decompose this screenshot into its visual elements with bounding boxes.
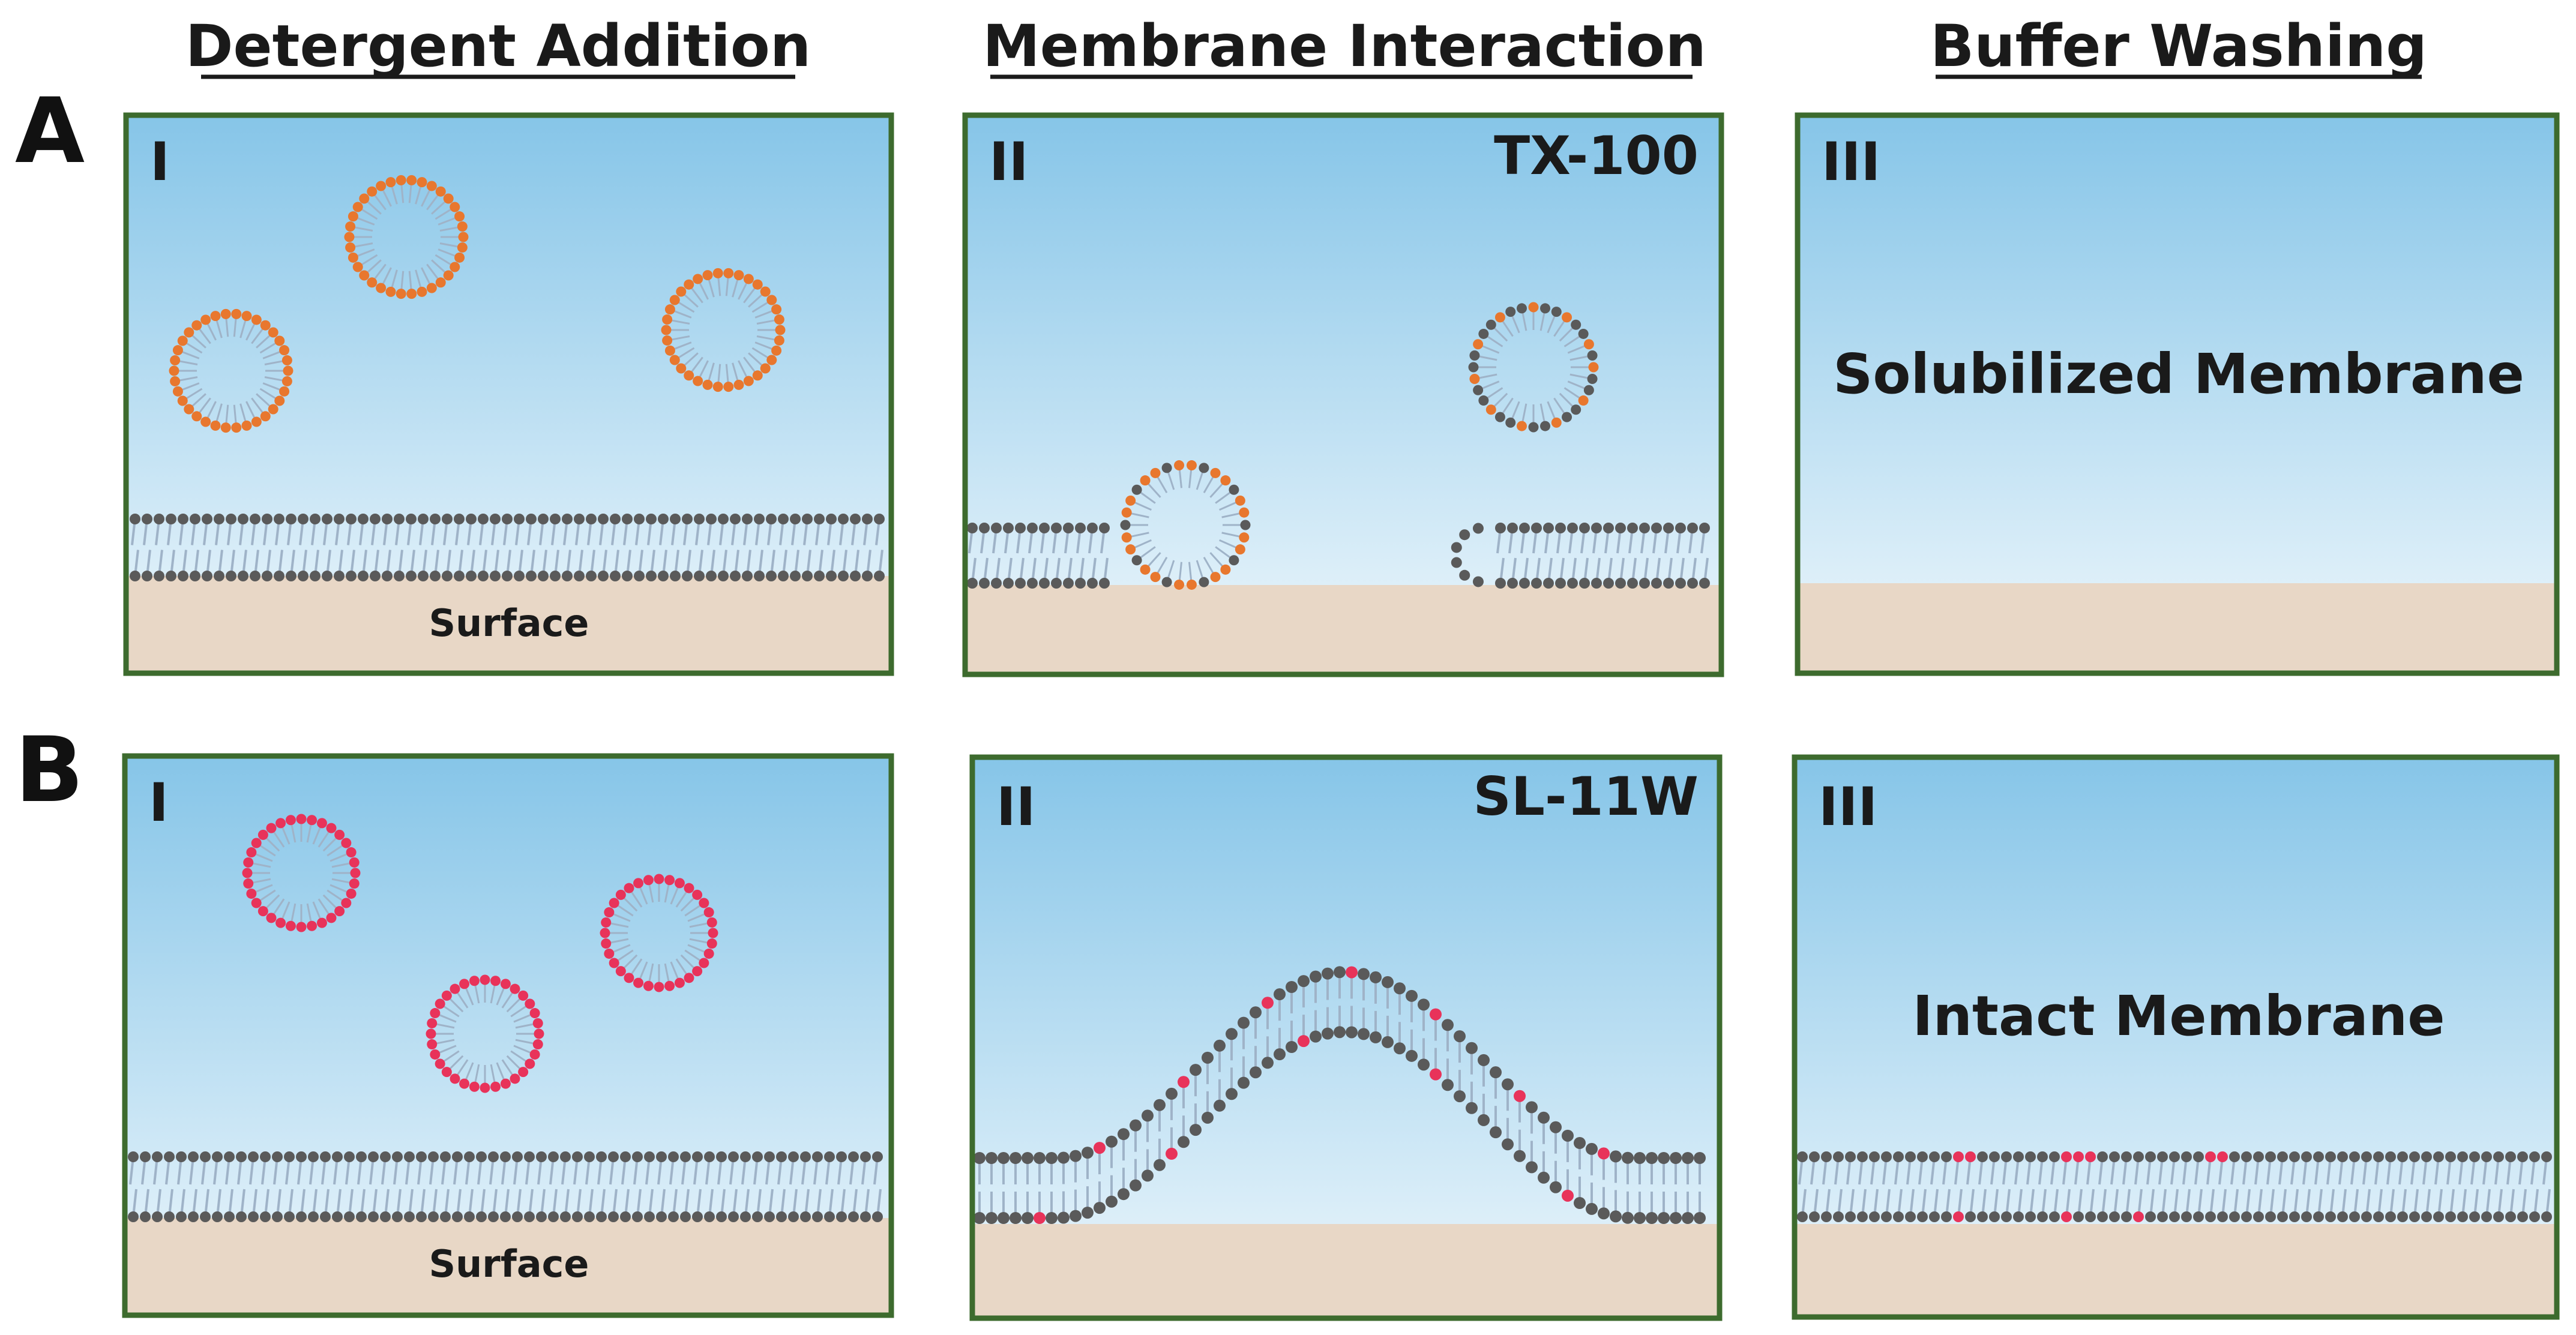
column-title-detergent-addition: Detergent Addition: [185, 13, 811, 80]
result-label-intact: Intact Membrane: [1912, 984, 2445, 1048]
result-label-solubilized: Solubilized Membrane: [1833, 342, 2524, 406]
panel-b1: I Surface: [122, 753, 894, 1318]
stage-label-iii: III: [1822, 131, 1880, 193]
lipid-bilayer: [130, 514, 885, 581]
surface-label: Surface: [429, 601, 589, 645]
panel-border: [1795, 112, 2560, 676]
surface-label: Surface: [429, 1242, 589, 1286]
row-label-a: A: [15, 79, 85, 184]
row-label-b: B: [15, 718, 83, 823]
membrane-disruption: [967, 302, 1710, 590]
panel-border: [122, 753, 894, 1318]
panel-border: [969, 754, 1723, 1321]
agent-label-sl11w: SL-11W: [1473, 766, 1699, 827]
panel-a1: I Surface: [123, 112, 894, 676]
panel-b3: III Intact Membrane: [1792, 754, 2560, 1320]
surface-area: [125, 1218, 891, 1315]
intact-bilayer: [1797, 1151, 2552, 1222]
stage-label-iii: III: [1819, 776, 1877, 838]
panel-a2: II TX-100: [962, 112, 1724, 677]
column-title-membrane-interaction: Membrane Interaction: [983, 13, 1706, 80]
stage-label-ii: II: [996, 776, 1035, 838]
panel-border: [962, 112, 1724, 677]
surface-area: [126, 576, 891, 673]
detergent-micelles: [242, 814, 718, 1093]
column-title-buffer-washing: Buffer Washing: [1930, 13, 2427, 80]
surface-area: [1798, 583, 2557, 673]
water-area: [1798, 115, 2557, 673]
agent-label-tx100: TX-100: [1494, 125, 1699, 187]
column-titles: Detergent Addition Membrane Interaction …: [185, 13, 2427, 80]
panel-border: [123, 112, 894, 676]
surface-area: [1795, 1224, 2557, 1317]
panel-border: [1792, 754, 2560, 1320]
stage-label-i: I: [150, 131, 170, 193]
water-area: [1795, 757, 2557, 1317]
detergent-micelles: [169, 175, 786, 433]
stage-label-ii: II: [989, 131, 1028, 193]
surface-area: [965, 585, 1721, 674]
surface-area: [972, 1224, 1720, 1318]
lipid-bilayer: [128, 1151, 883, 1222]
deformed-bilayer: [974, 966, 1706, 1224]
panel-b2: II SL-11W: [969, 754, 1723, 1321]
stage-label-i: I: [149, 772, 169, 833]
panel-a3: III Solubilized Membrane: [1795, 112, 2560, 676]
